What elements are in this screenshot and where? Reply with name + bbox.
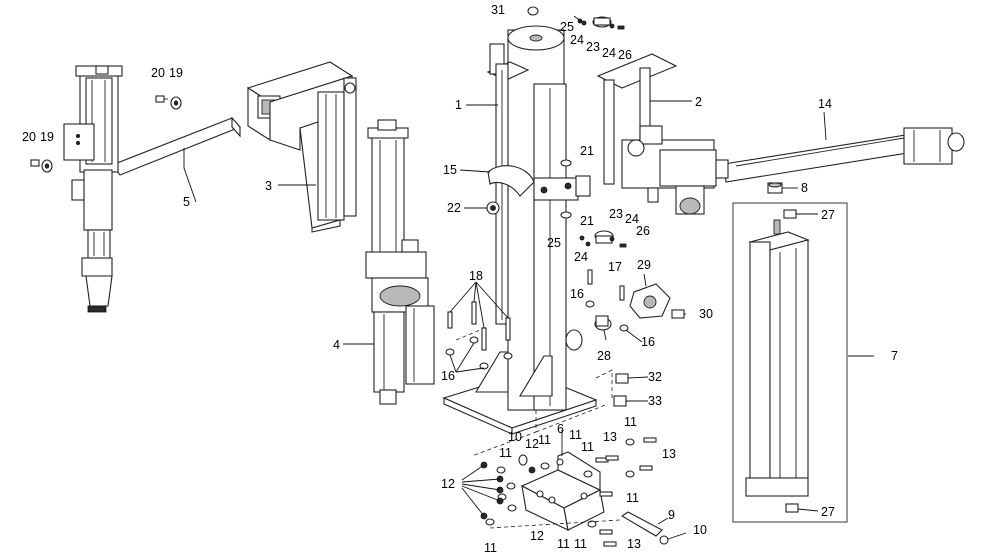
label-10-b: 10 (693, 523, 707, 537)
label-19-b: 19 (40, 130, 54, 144)
label-32: 32 (648, 370, 662, 384)
part-4-cylinder-assembly (365, 119, 435, 405)
part-13-bolts (595, 437, 657, 547)
label-19-a: 19 (169, 66, 183, 80)
label-12-a: 12 (441, 477, 455, 491)
label-20-b: 20 (22, 130, 36, 144)
part-19-washer-left (41, 159, 53, 173)
label-5: 5 (183, 195, 190, 209)
label-23-a: 23 (586, 40, 600, 54)
label-4: 4 (333, 338, 340, 352)
part-32-nut (615, 373, 629, 384)
part-5-left-arm-assembly (63, 65, 241, 313)
part-28-fitting (594, 315, 612, 331)
label-30: 30 (699, 307, 713, 321)
label-14: 14 (818, 97, 832, 111)
part-7-cylinder-box (732, 202, 848, 523)
part-24-25-26-small-parts-top (577, 18, 625, 30)
label-33: 33 (648, 394, 662, 408)
part-8-nut (767, 182, 783, 194)
label-13-a: 13 (603, 430, 617, 444)
label-29: 29 (637, 258, 651, 272)
label-11-h: 11 (557, 537, 570, 551)
label-9: 9 (668, 508, 675, 522)
label-18: 18 (469, 269, 483, 283)
label-6: 6 (557, 422, 564, 436)
part-31-nut (527, 6, 539, 16)
label-11-i: 11 (574, 537, 587, 551)
label-11-b: 11 (538, 433, 551, 447)
label-20-a: 20 (151, 66, 165, 80)
part-17-bolts (587, 269, 625, 301)
label-28: 28 (597, 349, 611, 363)
label-16-c: 16 (441, 369, 455, 383)
label-25-a: 25 (560, 20, 574, 34)
part-20-screw-top (155, 95, 168, 103)
part-19-washer-top (170, 96, 182, 110)
label-11-g: 11 (484, 541, 497, 555)
label-26-a: 26 (618, 48, 632, 62)
label-11-f: 11 (626, 491, 639, 505)
label-25-b: 25 (547, 236, 561, 250)
label-24-d: 24 (574, 250, 588, 264)
part-21-washers (560, 159, 572, 219)
assembly-dashed-lines (455, 329, 621, 529)
part-29-valve-body (629, 283, 671, 319)
part-23-clamp-mid (594, 230, 614, 244)
label-24-c: 24 (625, 212, 639, 226)
label-23-b: 23 (609, 207, 623, 221)
label-13-c: 13 (627, 537, 641, 551)
part-20-screw-left (30, 159, 40, 167)
label-31: 31 (491, 3, 505, 17)
part-23-clamp-top (592, 16, 612, 28)
label-11-e: 11 (624, 415, 637, 429)
label-26-b: 26 (636, 224, 650, 238)
label-8: 8 (801, 181, 808, 195)
label-11-a: 11 (499, 446, 512, 460)
label-3: 3 (265, 179, 272, 193)
label-17: 17 (608, 260, 622, 274)
label-7: 7 (891, 349, 898, 363)
callout-labels: 1 2 3 4 5 6 7 8 9 10 10 11 11 11 11 11 1… (22, 3, 898, 555)
part-15-hook-assembly (487, 165, 591, 201)
label-21-b: 21 (580, 214, 594, 228)
part-30-elbow (671, 309, 685, 319)
label-24-a: 24 (570, 33, 584, 47)
part-14-horizontal-cylinder (715, 127, 965, 183)
label-15: 15 (443, 163, 457, 177)
label-22: 22 (447, 201, 461, 215)
part-22-ring (486, 201, 500, 215)
part-10-rings (518, 454, 669, 545)
part-16-washers (445, 300, 629, 370)
label-27-b: 27 (821, 505, 835, 519)
label-11-d: 11 (581, 440, 594, 454)
label-11-c: 11 (569, 428, 582, 442)
label-27-a: 27 (821, 208, 835, 222)
leader-lines (183, 15, 874, 540)
label-1: 1 (455, 98, 462, 112)
part-2-swing-arm (596, 53, 717, 215)
label-21-a: 21 (580, 144, 594, 158)
part-9-pin (620, 511, 663, 537)
label-16-a: 16 (570, 287, 584, 301)
label-10-a: 10 (508, 430, 522, 444)
label-2: 2 (695, 95, 702, 109)
label-12-c: 12 (530, 529, 544, 543)
label-16-b: 16 (641, 335, 655, 349)
part-1-main-column (442, 25, 598, 435)
part-6-base-bracket (520, 451, 605, 531)
part-3-bracket-head (246, 61, 357, 233)
label-13-b: 13 (662, 447, 676, 461)
label-12-b: 12 (525, 437, 539, 451)
label-24-b: 24 (602, 46, 616, 60)
part-24-25-26-small-parts-mid (579, 235, 627, 248)
part-33-fitting (613, 395, 627, 407)
